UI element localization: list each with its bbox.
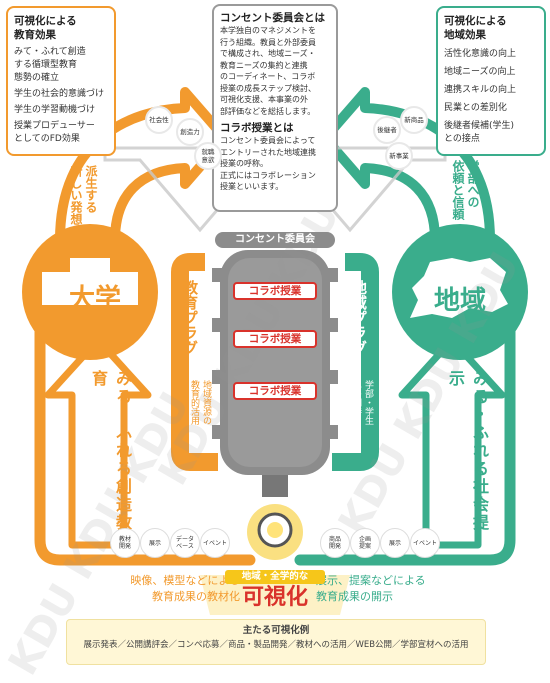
chip-creativity: 創造力 (176, 118, 204, 146)
region-plug-subtext: 学部・学生 への期待 (351, 380, 373, 425)
consent-box-line: 部評価などを総括します。 (220, 106, 316, 116)
education-plug-label: 教育プラグ (181, 280, 199, 355)
consent-committee-label: コンセント委員会 (215, 232, 335, 248)
region-effect-line: 地域ニーズの向上 (444, 67, 516, 77)
pill-event-right: イベント (410, 528, 440, 558)
examples-body: 展示発表／公開講評会／コンペ応募／商品・製品開発／教材への活用／WEB公開／学部… (83, 640, 469, 650)
region-plug-label: 地域プラグ (350, 280, 368, 355)
consent-box-line: 行う組織。教員と外部委員 (220, 37, 316, 47)
university-effect-line: みて・ふれて創造 (14, 47, 86, 57)
university-effect-line: する循環型教育 (14, 60, 78, 70)
pill-event: イベント (200, 528, 230, 558)
university-arrow-text: 派生する 新しい発想 (69, 165, 98, 225)
collab-class-label: コラボ授業 (233, 282, 317, 300)
pill-exhibition-right: 展示 (380, 528, 410, 558)
chip-job-motivation: 就職 意欲 (194, 142, 222, 170)
education-plug (171, 253, 218, 471)
pill-exhibition: 展示 (140, 528, 170, 558)
consent-box-line: 授業の成長ステップ検討、 (220, 83, 316, 93)
pill-proposal: 企画 提案 (350, 528, 380, 558)
university-label: 大学 (68, 284, 121, 314)
university-effect-line: としてのFD効果 (14, 134, 80, 144)
university-building (42, 258, 138, 305)
examples-title: 主たる可視化例 (242, 625, 310, 636)
region-effects-title-2: 地域効果 (444, 29, 486, 41)
university-effect-line: 学生の社会的意識づけ (14, 89, 105, 99)
consent-box-line: 可視化支援、本事業の外 (220, 95, 308, 104)
collab-box-line: 授業の呼称。 (220, 159, 268, 168)
left-caption-2: 教育成果の教材化 (152, 590, 240, 603)
region-lower-band (294, 314, 516, 566)
consent-box-line: で構成され、地域ニーズ・ (220, 49, 316, 58)
region-effect-line: 連携スキルの向上 (444, 85, 517, 95)
university-up-arrow (44, 336, 152, 549)
visualization-subtitle: 地域・全学的な (225, 570, 325, 584)
collab-box-line: 正式にはコラボレーション (220, 170, 316, 180)
collab-box-line: エントリーされた地域連携 (220, 147, 316, 157)
university-effects-box: 可視化による 教育効果 みて・ふれて創造 する循環型教育 態勢の確立 学生の社会… (6, 6, 116, 156)
region-effect-line: との接点 (444, 134, 480, 144)
collab-box-title: コラボ授業とは (220, 122, 294, 134)
right-caption-2: 教育成果の開示 (316, 590, 393, 603)
region-effect-line: 後継者候補(学生) (444, 121, 515, 131)
visualization-glow (200, 575, 350, 615)
consent-box-line: 教育ニーズの集約と連携 (220, 60, 308, 70)
pill-material-development: 教材 開発 (110, 528, 140, 558)
education-plug-subtext: 地域資源の 教育的活用 (189, 380, 211, 425)
consent-description-box: コンセント委員会とは 本学独自のマネジメントを 行う組織。教員と外部委員 で構成… (212, 4, 338, 212)
chip-successor: 後継者 (373, 116, 401, 144)
region-label: 地域 (433, 286, 486, 316)
region-map-shape (410, 258, 508, 318)
consent-box-line: 本学独自のマネジメントを (220, 26, 316, 35)
region-effect-line: 民業との差別化 (444, 103, 507, 113)
collab-box-line: コンセント委員会によって (220, 136, 316, 145)
collab-box-line: 授業といいます。 (220, 182, 284, 191)
collab-class-label: コラボ授業 (233, 330, 317, 348)
region-arrow-text: 学部への 依頼と信頼 (451, 160, 480, 220)
region-up-arrow (398, 336, 506, 549)
visualization-title: 可視化 (241, 585, 308, 610)
region-slogan: みる・ふれる社会提示 (446, 370, 489, 532)
pill-database: データ ベース (170, 528, 200, 558)
university-slogan: みる・ふれる創造教育 (89, 370, 132, 532)
region-effect-line: 活性化意識の向上 (444, 49, 517, 59)
pill-product-development: 商品 開発 (320, 528, 350, 558)
collab-class-label: コラボ授業 (233, 382, 317, 400)
university-effect-line: 学生の学習動機づけ (14, 105, 96, 115)
consent-box-title: コンセント委員会とは (220, 12, 325, 24)
region-effects-title-1: 可視化による (444, 15, 507, 27)
chip-sociality: 社会性 (145, 106, 173, 134)
left-caption-1: 映像、模型などによる (130, 574, 240, 587)
consent-box-line: のコーディネート、コラボ (220, 72, 316, 81)
chip-new-product: 新商品 (400, 106, 428, 134)
region-plug (332, 253, 379, 471)
examples-box: 主たる可視化例 展示発表／公開講評会／コンペ応募／商品・製品開発／教材への活用／… (66, 619, 486, 665)
chip-new-business: 新事業 (385, 142, 413, 170)
region-effects-box: 可視化による 地域効果 活性化意識の向上 地域ニーズの向上 連携スキルの向上 民… (436, 6, 546, 156)
university-effect-line: 態勢の確立 (14, 73, 60, 83)
right-caption-1: 展示、提案などによる (316, 574, 426, 587)
university-lower-band (34, 314, 256, 566)
university-effects-title-1: 可視化による (14, 15, 77, 27)
university-effects-title-2: 教育効果 (14, 29, 56, 41)
university-effect-line: 授業プロデューサー (14, 121, 95, 131)
